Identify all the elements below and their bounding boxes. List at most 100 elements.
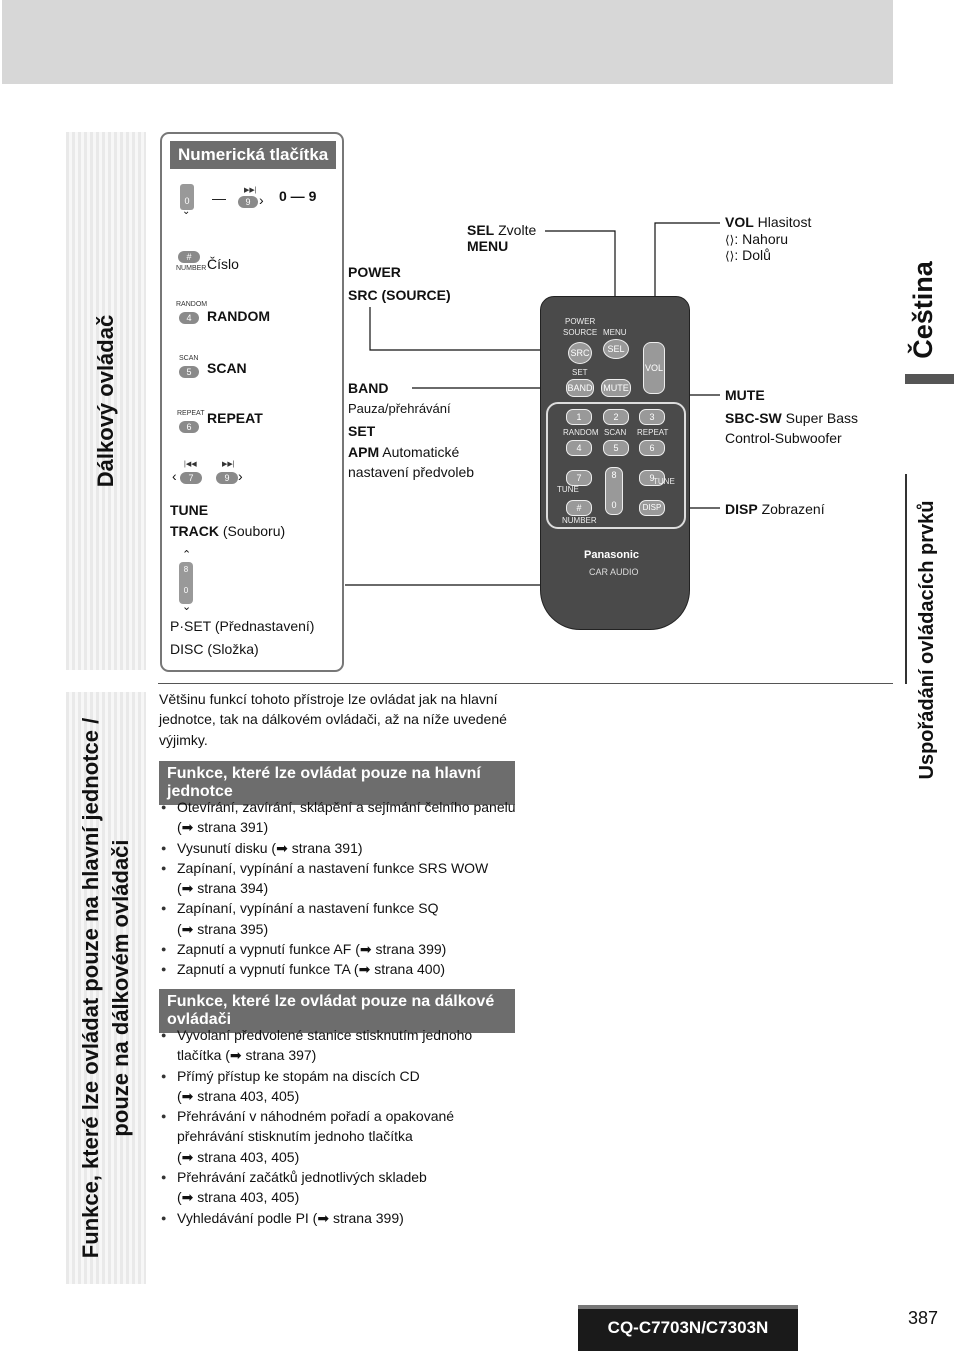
- sel-callout-text: Zvolte: [498, 222, 537, 238]
- list-line: Zapnutí a vypnutí funkce AF (➡ strana 39…: [177, 941, 447, 958]
- remote-key-2[interactable]: 2: [603, 409, 629, 425]
- apm-callout-text2: nastavení předvoleb: [348, 464, 475, 480]
- list-item: Zapínaní, vypínání a nastavení funkce SR…: [159, 858, 529, 899]
- list-line: Zapínaní, vypínání a nastavení funkce SR…: [177, 859, 489, 876]
- language-marker: [905, 374, 954, 384]
- remote-key-8: 8: [611, 470, 617, 480]
- list-line: Vysunutí disku (➡ strana 391): [177, 839, 363, 856]
- main-only-list: Otevírání, zavírání, sklápění a sejímání…: [159, 797, 529, 980]
- remote-menu-label: MENU: [603, 328, 627, 337]
- divider-vertical: [905, 474, 907, 684]
- remote-hash-key[interactable]: #: [566, 500, 592, 516]
- vol-up-icon: ⟨⟩: [725, 233, 735, 247]
- remote-tune-right-label: TUNE: [653, 477, 675, 486]
- random-caption: RANDOM: [176, 301, 208, 308]
- remote-number-label: NUMBER: [562, 516, 597, 525]
- set-callout: SET: [348, 423, 376, 439]
- band-callout-text: Pauza/přehrávání: [348, 401, 451, 416]
- list-line: přehrávání stisknutím jednoho tlačítka: [177, 1128, 413, 1145]
- remote-only-list: Vyvolaní předvolené stanice stisknutím j…: [159, 1025, 529, 1228]
- numeric-buttons-panel: Numerická tlačítka 0 ⌄ — 9 ▶▶| › 0 — 9 #…: [160, 132, 344, 672]
- page-number: 387: [908, 1308, 939, 1328]
- sidebar-functions: Funkce, které lze ovládat pouze na hlavn…: [66, 692, 146, 1284]
- rocker-8-0-icon: 8 0: [179, 562, 193, 604]
- list-line: Vyhledávání podle PI (➡ strana 399): [177, 1209, 404, 1226]
- list-item: Zapínaní, vypínání a nastavení funkce SQ…: [159, 898, 529, 939]
- band-callout: BAND: [348, 380, 389, 396]
- pset-label: P·SET (Přednastavení): [170, 618, 315, 634]
- remote-key-8-0[interactable]: 8 0: [605, 467, 623, 515]
- remote-vol-rocker[interactable]: VOL: [643, 342, 665, 394]
- key-7-icon: 7: [180, 472, 202, 484]
- remote-key-4[interactable]: 4: [566, 440, 592, 456]
- vol-up-text: : Nahoru: [734, 231, 789, 247]
- horizontal-rule: [158, 683, 893, 684]
- list-item: Zapnutí a vypnutí funkce AF (➡ strana 39…: [159, 939, 529, 960]
- remote-band-button[interactable]: BAND: [566, 379, 594, 397]
- list-item: Přehrávání začátků jednotlivých skladeb(…: [159, 1167, 529, 1208]
- remote-sub: CAR AUDIO: [589, 567, 639, 577]
- list-line: Přímý přístup ke stopám na discích CD: [177, 1067, 420, 1084]
- list-line: (➡ strana 403, 405): [177, 1087, 300, 1104]
- remote-src-button[interactable]: SRC: [568, 342, 592, 364]
- sbc-callout: SBC-SW: [725, 410, 782, 426]
- remote-disp-button[interactable]: DISP: [639, 500, 665, 516]
- remote-numpad-outline: [546, 402, 686, 529]
- list-line: (➡ strana 403, 405): [177, 1189, 300, 1206]
- remote-key-3[interactable]: 3: [639, 409, 665, 425]
- remote-repeat-label: REPEAT: [637, 428, 669, 437]
- sbc-callout-text2: Control-Subwoofer: [725, 430, 842, 446]
- cislo-label: Číslo: [207, 256, 239, 272]
- chevron-left-icon: ‹: [172, 468, 177, 484]
- remote-key-6[interactable]: 6: [639, 440, 665, 456]
- remote-key-7[interactable]: 7: [566, 470, 592, 486]
- intro-line: Většinu funkcí tohoto přístroje lze ovlá…: [159, 691, 498, 707]
- chevron-right-icon: ›: [259, 192, 264, 208]
- remote-sel-button[interactable]: SEL: [603, 339, 629, 359]
- remote-mute-button[interactable]: MUTE: [601, 379, 631, 397]
- remote-tune-left-label: TUNE: [557, 485, 579, 494]
- chevron-down-icon-2: ⌄: [182, 601, 192, 613]
- repeat-label: REPEAT: [207, 410, 263, 426]
- numeric-header: Numerická tlačítka: [170, 141, 337, 169]
- header-band: [2, 0, 893, 84]
- remote-key-1[interactable]: 1: [566, 409, 592, 425]
- tune-label: TUNE: [170, 502, 209, 518]
- remote-source-label: SOURCE: [563, 328, 598, 337]
- power-callout: POWER: [348, 264, 401, 280]
- list-line: Vyvolaní předvolené stanice stisknutím j…: [177, 1027, 473, 1043]
- list-line: (➡ strana 394): [177, 880, 269, 897]
- list-item: Otevírání, zavírání, sklápění a sejímání…: [159, 797, 529, 838]
- remote-random-label: RANDOM: [563, 428, 599, 437]
- rocker-8: 8: [183, 565, 189, 574]
- remote-key-5[interactable]: 5: [603, 440, 629, 456]
- key-4-icon: 4: [179, 312, 199, 324]
- intro-line: jednotce, tak na dálkovém ovládači, až n…: [159, 711, 507, 728]
- next-track-icon: ▶▶|: [244, 187, 257, 194]
- menu-callout: MENU: [467, 238, 509, 254]
- intro-text: Většinu funkcí tohoto přístroje lze ovlá…: [159, 689, 519, 750]
- sel-callout: SEL: [467, 222, 495, 238]
- vol-down-icon: ⟨⟩: [725, 249, 735, 263]
- chevron-up-icon: ⌃: [182, 549, 192, 561]
- remote-control: POWER SOURCE MENU SRC SEL SET BAND MUTE …: [540, 296, 690, 630]
- rocker-0: 0: [183, 586, 189, 595]
- list-item: Vyhledávání podle PI (➡ strana 399): [159, 1208, 529, 1229]
- range-dash: —: [212, 190, 226, 206]
- disp-callout-text: Zobrazení: [761, 501, 825, 517]
- list-item: Vysunutí disku (➡ strana 391): [159, 838, 529, 859]
- remote-key-9[interactable]: 9: [639, 470, 665, 486]
- range-label: 0 — 9: [279, 188, 317, 204]
- repeat-caption: REPEAT: [177, 410, 205, 417]
- sbc-callout-text: Super Bass: [785, 410, 859, 426]
- key-0-icon: 0: [180, 184, 194, 210]
- remote-key-0: 0: [611, 500, 617, 510]
- key-5-icon: 5: [179, 366, 199, 378]
- list-line: (➡ strana 395): [177, 920, 269, 937]
- apm-callout-text1: Automatické: [382, 444, 460, 460]
- remote-brand: Panasonic: [584, 549, 640, 561]
- remote-scan-label: SCAN: [604, 428, 627, 437]
- prev-track-icon: |◀◀: [184, 461, 197, 468]
- scan-label: SCAN: [207, 360, 247, 376]
- list-line: (➡ strana 391): [177, 819, 269, 836]
